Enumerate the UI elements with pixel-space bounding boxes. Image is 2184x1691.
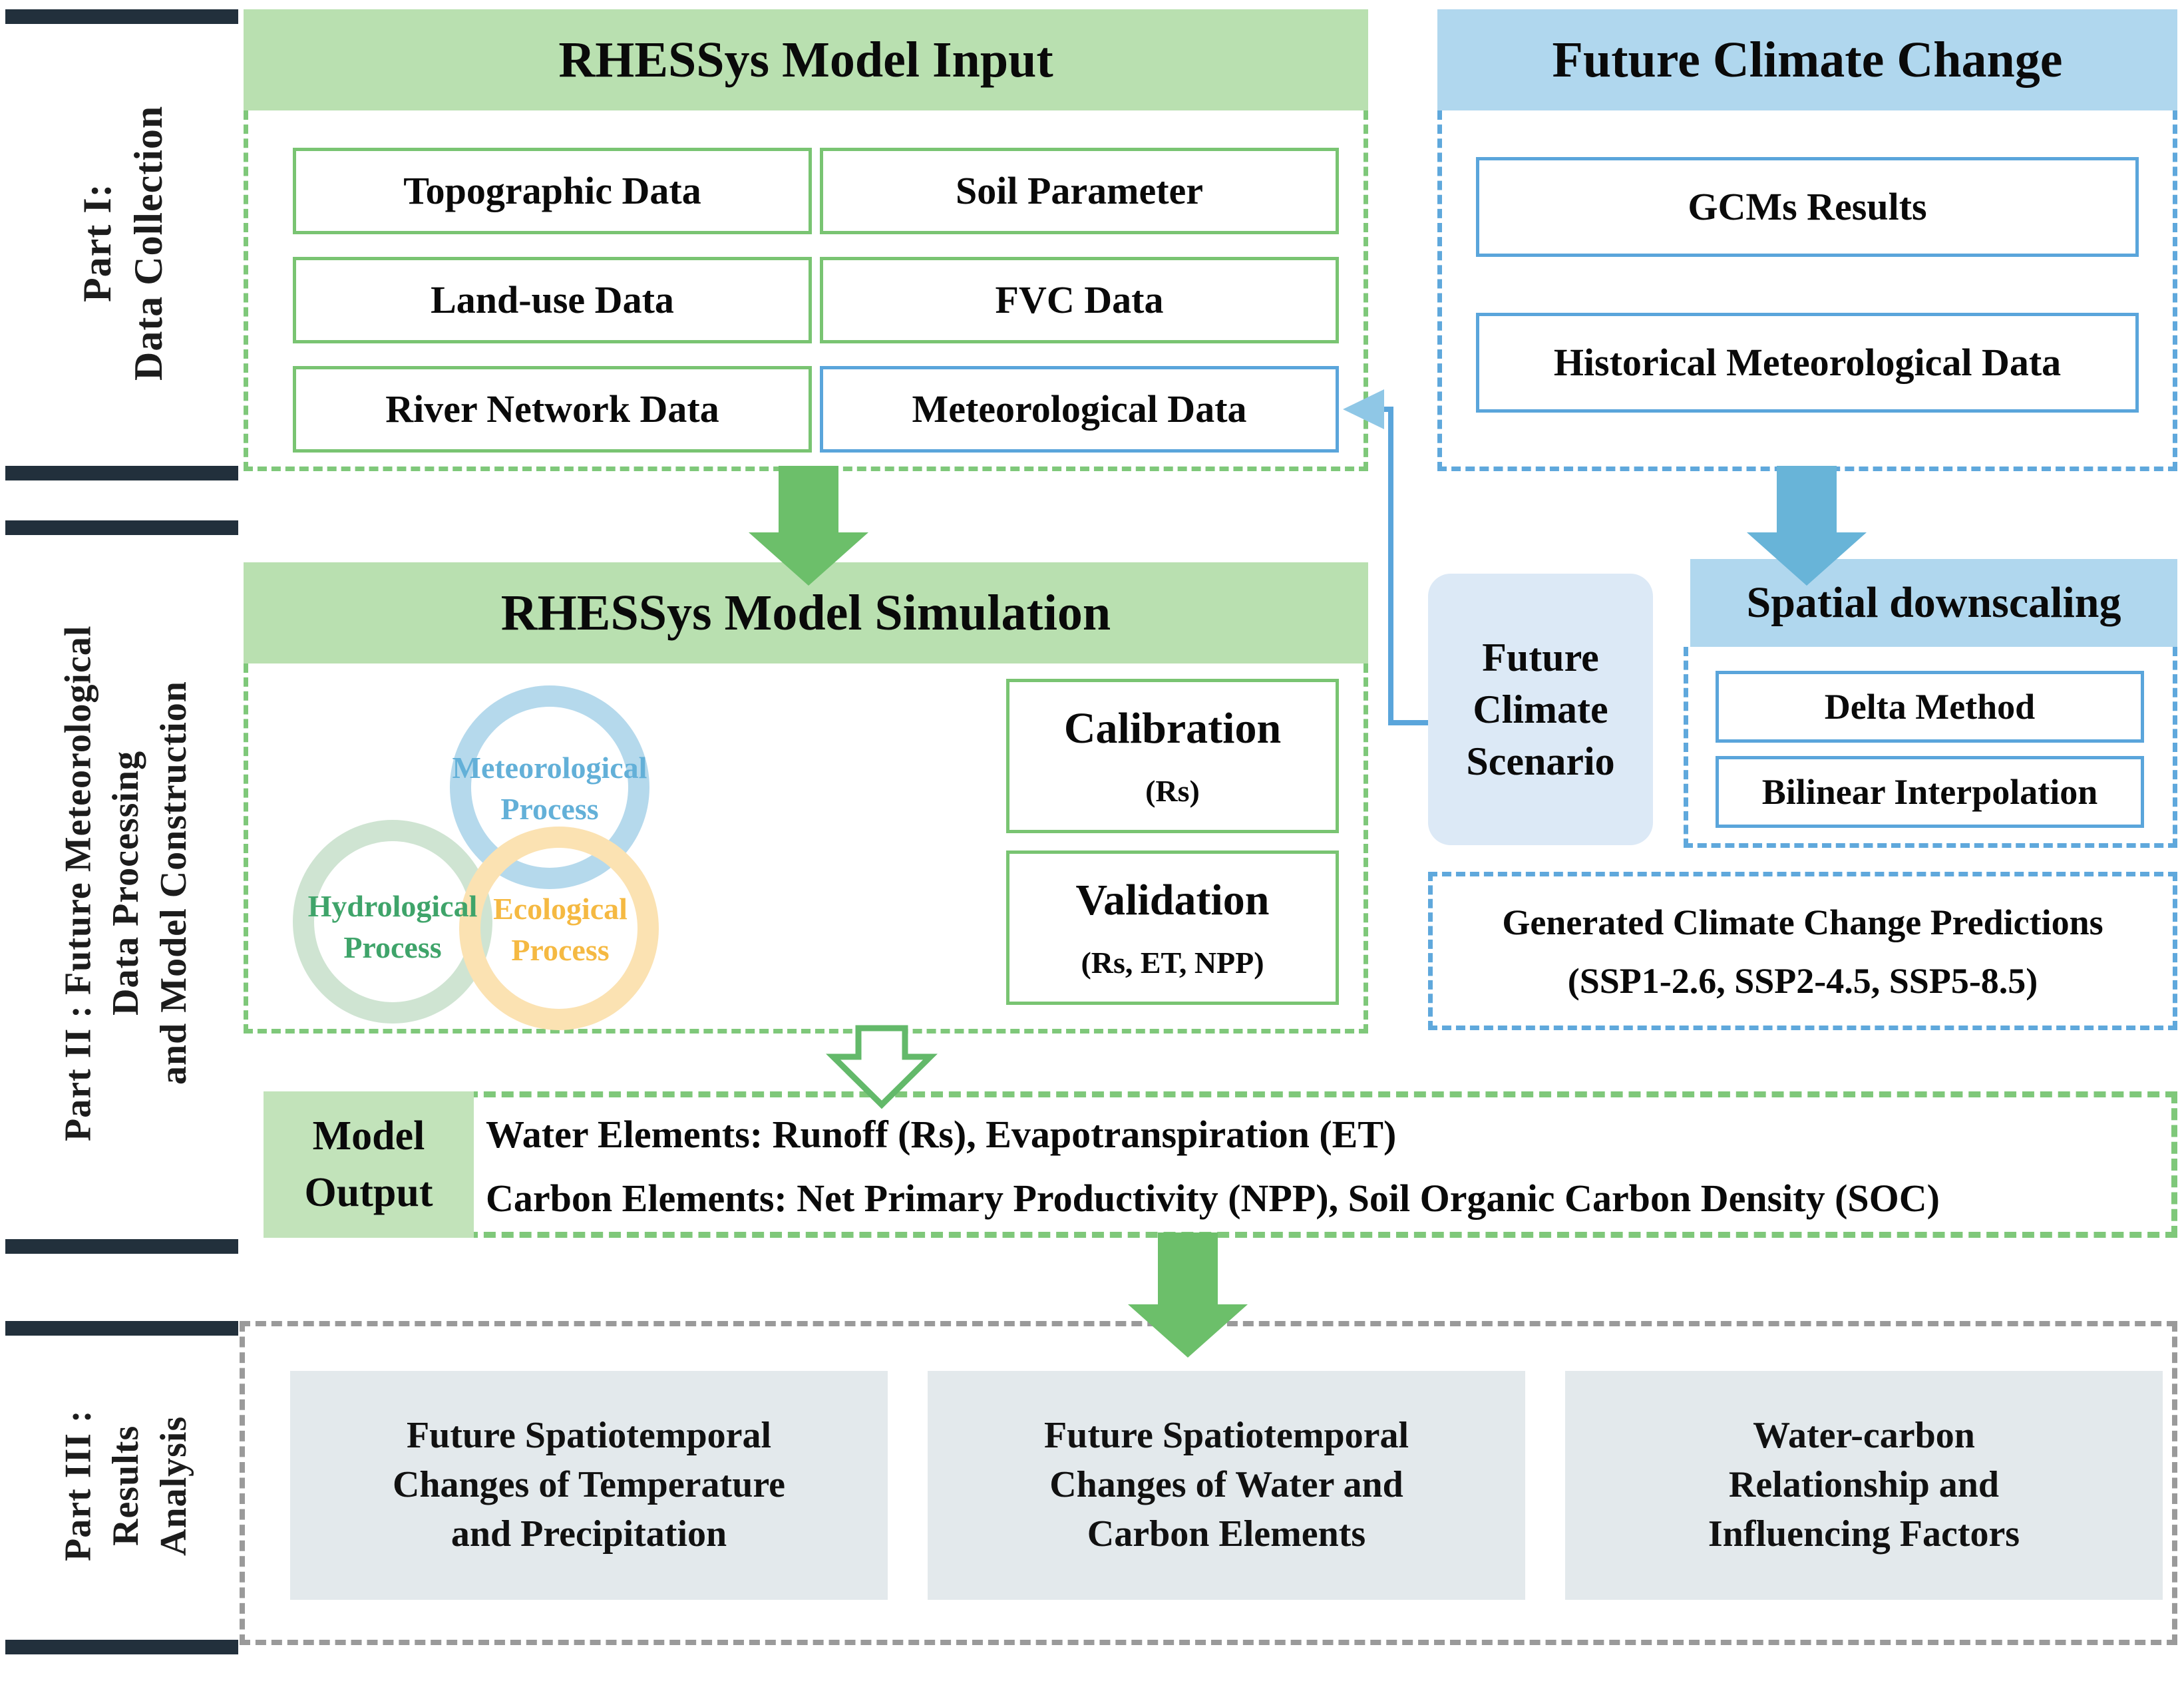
part1-bracket-top bbox=[5, 9, 238, 24]
part2-bracket-bottom bbox=[5, 1239, 238, 1254]
model-output-water-elements-text: Water Elements: Runoff (Rs), Evapotransp… bbox=[486, 1112, 1397, 1156]
rhessys-model-simulation-header-text: RHESSys Model Simulation bbox=[500, 584, 1111, 641]
future-climate-change-header-text: Future Climate Change bbox=[1552, 31, 2063, 88]
box-delta-method-label: Delta Method bbox=[1824, 686, 2036, 727]
part1-label-text: Part I: Data Collection bbox=[75, 105, 170, 381]
generated-predictions-group bbox=[1428, 872, 2177, 1030]
box-calibration-title: Calibration bbox=[1063, 703, 1282, 753]
box-calibration-subtitle: (Rs) bbox=[1145, 773, 1200, 808]
rhessys-model-simulation-header: RHESSys Model Simulation bbox=[244, 562, 1368, 663]
box-validation[interactable]: Validation (Rs, ET, NPP) bbox=[1006, 850, 1339, 1005]
model-output-carbon-elements: Carbon Elements: Net Primary Productivit… bbox=[486, 1171, 1940, 1224]
box-soil-parameter-label: Soil Parameter bbox=[955, 168, 1203, 212]
box-bilinear-interpolation-label: Bilinear Interpolation bbox=[1761, 771, 2098, 812]
part2-label-text: Part II : Future Meteorological Data Pro… bbox=[57, 625, 194, 1141]
generated-predictions-line2: (SSP1-2.6, SSP2-4.5, SSP5-8.5) bbox=[1428, 954, 2177, 1008]
rhessys-model-simulation-group bbox=[244, 663, 1368, 1033]
generated-predictions-line1-text: Generated Climate Change Predictions bbox=[1502, 902, 2103, 942]
spatial-downscaling-group bbox=[1684, 647, 2177, 848]
box-meteorological-data[interactable]: Meteorological Data bbox=[820, 366, 1339, 453]
box-river-network-data[interactable]: River Network Data bbox=[293, 366, 812, 453]
box-gcms-results[interactable]: GCMs Results bbox=[1476, 157, 2139, 257]
box-land-use-data-label: Land-use Data bbox=[431, 278, 674, 321]
part3-label: Part III : Results Analysis bbox=[40, 1334, 213, 1637]
box-fvc-data[interactable]: FVC Data bbox=[820, 257, 1339, 343]
part3-bracket-top bbox=[5, 1321, 238, 1336]
venn-label-ecological: Ecological Process bbox=[493, 891, 628, 967]
model-output-tag-line2: Output bbox=[304, 1170, 433, 1215]
box-validation-subtitle: (Rs, ET, NPP) bbox=[1081, 945, 1264, 980]
box-future-climate-scenario[interactable]: Future Climate Scenario bbox=[1428, 574, 1653, 845]
box-delta-method[interactable]: Delta Method bbox=[1716, 671, 2144, 743]
result-box-water-carbon-relationship[interactable]: Water-carbon Relationship and Influencin… bbox=[1565, 1371, 2163, 1600]
box-historical-meteorological-data[interactable]: Historical Meteorological Data bbox=[1476, 313, 2139, 413]
model-output-carbon-elements-text: Carbon Elements: Net Primary Productivit… bbox=[486, 1176, 1940, 1220]
generated-predictions-line1: Generated Climate Change Predictions bbox=[1428, 896, 2177, 949]
box-meteorological-data-label: Meteorological Data bbox=[912, 387, 1247, 431]
box-historical-meteorological-data-label: Historical Meteorological Data bbox=[1553, 340, 2062, 384]
box-topographic-data-label: Topographic Data bbox=[403, 168, 701, 212]
part1-label: Part I: Data Collection bbox=[40, 27, 206, 459]
box-soil-parameter[interactable]: Soil Parameter bbox=[820, 148, 1339, 234]
spatial-downscaling-header-text: Spatial downscaling bbox=[1746, 578, 2121, 627]
venn-label-hydrological: Hydrological Process bbox=[307, 888, 478, 964]
part2-label: Part II : Future Meteorological Data Pro… bbox=[27, 532, 226, 1234]
box-bilinear-interpolation[interactable]: Bilinear Interpolation bbox=[1716, 756, 2144, 828]
future-climate-change-header: Future Climate Change bbox=[1437, 9, 2177, 110]
box-land-use-data[interactable]: Land-use Data bbox=[293, 257, 812, 343]
part3-label-text: Part III : Results Analysis bbox=[57, 1409, 194, 1562]
result-box-water-carbon-elements[interactable]: Future Spatiotemporal Changes of Water a… bbox=[928, 1371, 1525, 1600]
box-validation-title: Validation bbox=[1075, 875, 1270, 924]
spatial-downscaling-header: Spatial downscaling bbox=[1690, 559, 2177, 647]
part3-bracket-bottom bbox=[5, 1640, 238, 1654]
box-gcms-results-label: GCMs Results bbox=[1688, 184, 1927, 228]
model-output-water-elements: Water Elements: Runoff (Rs), Evapotransp… bbox=[486, 1107, 1396, 1161]
part1-bracket-bottom bbox=[5, 466, 238, 480]
generated-predictions-line2-text: (SSP1-2.6, SSP2-4.5, SSP5-8.5) bbox=[1567, 961, 2038, 1001]
process-venn-diagram: Meteorological Process Hydrological Proc… bbox=[266, 679, 799, 1030]
box-fvc-data-label: FVC Data bbox=[995, 278, 1164, 321]
box-river-network-data-label: River Network Data bbox=[385, 387, 719, 431]
box-calibration[interactable]: Calibration (Rs) bbox=[1006, 679, 1339, 833]
rhessys-model-input-header-text: RHESSys Model Input bbox=[558, 31, 1053, 88]
rhessys-model-input-header: RHESSys Model Input bbox=[244, 9, 1368, 110]
box-topographic-data[interactable]: Topographic Data bbox=[293, 148, 812, 234]
part2-bracket-top bbox=[5, 520, 238, 535]
model-output-tag-line1: Model bbox=[312, 1113, 425, 1159]
result-box-temperature-precipitation[interactable]: Future Spatiotemporal Changes of Tempera… bbox=[290, 1371, 888, 1600]
model-output-tag: Model Output bbox=[264, 1091, 474, 1238]
venn-label-meteorological: Meteorological Process bbox=[452, 750, 647, 826]
